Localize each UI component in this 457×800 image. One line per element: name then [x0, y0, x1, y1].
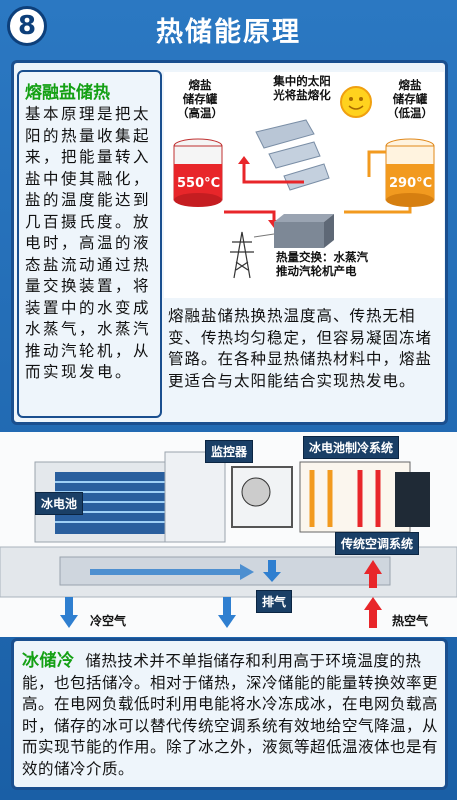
page-title: 热储能原理: [156, 17, 301, 48]
molten-salt-description: 熔融盐储热 基本原理是把太阳的热量收集起来，把能量转入盐中使其融化，盐的温度能达…: [17, 70, 162, 418]
sun-icon: [340, 86, 372, 118]
exchange-label: 热量交换：水蒸汽 推动汽轮机产电: [276, 250, 368, 278]
heat-exchanger-icon: [274, 214, 334, 248]
heliostat-mirrors-icon: [255, 119, 330, 191]
sun-label: 集中的太阳 光将盐熔化: [273, 74, 331, 102]
cold-supply-pipe: [367, 150, 386, 177]
ice-storage-text: 冰储冷 储热技术并不单指储存和利用高于环境温度的热能，也包括储冷。相对于储热，深…: [22, 651, 438, 780]
cold-air-arrow-icon-2: [218, 597, 236, 628]
cold-temp: 290°C: [389, 176, 433, 191]
ice-storage-body: 储热技术并不单指储存和利用高于环境温度的热能，也包括储冷。相对于储热，深冷储能的…: [22, 652, 439, 778]
molten-salt-text: 基本原理是把太阳的热量收集起来，把能量转入盐中使其融化，盐的温度能达到几百摄氏度…: [25, 105, 152, 381]
power-pylon-icon: [230, 231, 254, 279]
molten-salt-summary: 熔融盐储热换热温度高、传热无相变、传热均匀稳定，但容易凝固冻堵管路。在各种显热储…: [162, 300, 444, 420]
cold-tank-icon: [385, 138, 435, 207]
ice-battery-unit-icon: [34, 451, 226, 543]
hot-tank-label: 熔盐 储存罐 （高温）: [177, 78, 223, 120]
cold-pipe: [344, 207, 412, 214]
cold-tank-label: 熔盐 储存罐 （低温）: [387, 78, 433, 120]
traditional-ac-tag: 传统空调系统: [335, 532, 420, 555]
exhaust-tag: 排气: [256, 590, 293, 613]
molten-salt-summary-text: 熔融盐储热换热温度高、传热无相变、传热均匀稳定，但容易凝固冻堵管路。在各种显热储…: [168, 307, 433, 390]
hot-air-label: 热空气: [392, 614, 429, 628]
arrow-up-icon: [238, 156, 250, 164]
cold-air-label: 冷空气: [90, 614, 127, 628]
hot-tank-icon: [173, 138, 223, 207]
hot-return-pipe: [242, 162, 304, 184]
power-line: [253, 233, 275, 238]
molten-salt-diagram: 熔盐 储存罐 （高温） 集中的太阳 光将盐熔化 熔盐 储存罐 （低温） 550°…: [164, 72, 444, 298]
ac-up-arrow-icon: [364, 560, 382, 588]
molten-salt-illustration: [173, 86, 435, 279]
header: 8 热储能原理: [0, 0, 457, 58]
cooling-system-icon: [299, 461, 430, 533]
hot-temp: 550°C: [177, 176, 221, 191]
monitor-tag: 监控器: [205, 440, 254, 463]
section-number-badge: 8: [7, 6, 47, 46]
ice-storage-title: 冰储冷: [22, 651, 75, 671]
cold-air-arrow-icon: [60, 597, 78, 628]
hot-pipe: [224, 210, 276, 220]
ice-storage-panel: 冰储冷 储热技术并不单指储存和利用高于环境温度的热能，也包括储冷。相对于储热，深…: [11, 638, 448, 790]
ice-storage-diagram: 冰电池 监控器 冰电池制冷系统 传统空调系统 排气 冷空气 热空气: [0, 432, 457, 637]
hot-air-arrow-icon: [364, 597, 382, 628]
ice-storage-illustration: [0, 451, 457, 628]
molten-salt-title: 熔融盐储热: [25, 83, 110, 103]
exhaust-arrow-icon: [263, 560, 281, 582]
monitor-unit-icon: [231, 466, 293, 528]
ice-cooling-tag: 冰电池制冷系统: [303, 436, 400, 459]
arrow-right-icon: [240, 564, 254, 580]
ice-battery-tag: 冰电池: [35, 492, 84, 515]
